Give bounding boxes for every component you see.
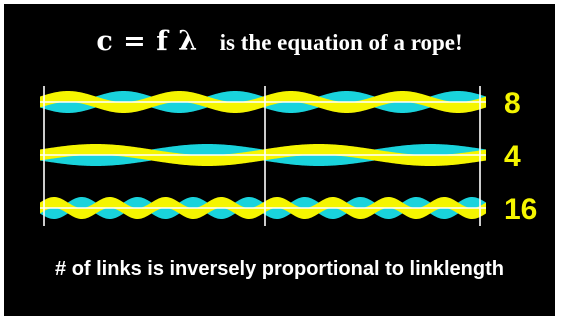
rope-equation: c = f λ	[96, 26, 198, 57]
caption: # of links is inversely proportional to …	[55, 258, 504, 280]
title-text: is the equation of a rope!	[219, 30, 463, 55]
link-count-label: 8	[504, 87, 521, 120]
diagram-panel: c = f λ is the equation of a rope! 8 4 16 #…	[4, 4, 555, 316]
title-line: c = f λ is the equation of a rope!	[4, 26, 555, 66]
rope-diagram: 8 4 16	[40, 86, 537, 226]
link-count-label: 4	[504, 140, 521, 173]
link-count-label: 16	[504, 193, 537, 226]
